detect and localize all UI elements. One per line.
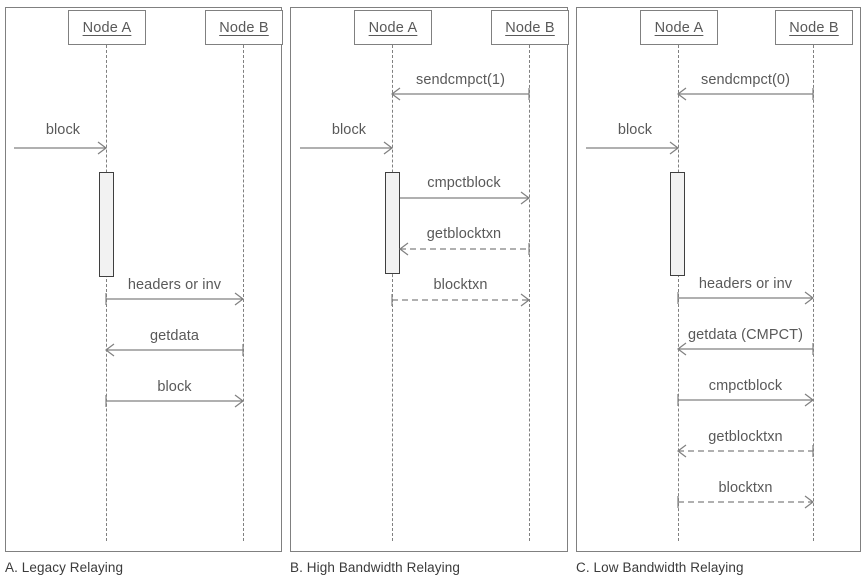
panel-c-message-label-block-in: block bbox=[617, 122, 653, 138]
panel-a-node-b-box[interactable]: Node B bbox=[205, 10, 283, 45]
panel-b-message-label-sendcmpct: sendcmpct(1) bbox=[415, 72, 506, 88]
panel-b-caption: B. High Bandwidth Relaying bbox=[290, 560, 460, 575]
panel-a-node-b-lifeline bbox=[243, 45, 244, 541]
panel-c-message-label-sendcmpct: sendcmpct(0) bbox=[700, 72, 791, 88]
panel-a-message-label-headers-or-inv: headers or inv bbox=[127, 277, 222, 293]
panel-b-message-label-cmpctblock: cmpctblock bbox=[427, 175, 501, 191]
panel-a-message-label-getdata: getdata bbox=[149, 328, 200, 344]
panel-c-activation-bar bbox=[670, 172, 685, 276]
panel-a-node-b-label: Node B bbox=[219, 19, 269, 36]
panel-c-message-label-headers-or-inv: headers or inv bbox=[698, 276, 793, 292]
panel-b-message-label-blocktxn: blocktxn bbox=[433, 277, 488, 293]
panel-b-node-a-box[interactable]: Node A bbox=[354, 10, 432, 45]
panel-a-message-label-block-in: block bbox=[45, 122, 81, 138]
panel-a-node-a-lifeline bbox=[106, 45, 107, 541]
panel-c-node-a-lifeline bbox=[678, 45, 679, 541]
panel-b-node-b-lifeline bbox=[529, 45, 530, 541]
panel-b-node-a-lifeline bbox=[392, 45, 393, 541]
panel-a-message-label-block-out: block bbox=[157, 379, 192, 395]
panel-c-caption: C. Low Bandwidth Relaying bbox=[576, 560, 744, 575]
panel-a-caption: A. Legacy Relaying bbox=[5, 560, 124, 575]
panel-a-node-a-box[interactable]: Node A bbox=[68, 10, 146, 45]
panel-c-message-label-blocktxn: blocktxn bbox=[718, 480, 773, 496]
panel-b-message-label-block-in: block bbox=[331, 122, 367, 138]
panel-c-node-b-box[interactable]: Node B bbox=[775, 10, 853, 45]
panel-b-node-b-label: Node B bbox=[505, 19, 555, 36]
panel-c-message-label-cmpctblock: cmpctblock bbox=[708, 378, 783, 394]
panel-c-message-label-getdata-cmpct: getdata (CMPCT) bbox=[687, 327, 804, 343]
panel-b-activation-bar bbox=[385, 172, 400, 274]
panel-c-node-b-label: Node B bbox=[789, 19, 839, 36]
panel-b-node-a-label: Node A bbox=[368, 19, 418, 36]
panel-a-node-a-label: Node A bbox=[82, 19, 132, 36]
panel-b-node-b-box[interactable]: Node B bbox=[491, 10, 569, 45]
panel-a-activation-bar bbox=[99, 172, 114, 277]
panel-c-node-a-label: Node A bbox=[654, 19, 704, 36]
panel-legacy-relaying bbox=[5, 7, 282, 552]
panel-b-message-label-getblocktxn: getblocktxn bbox=[426, 226, 502, 242]
panel-high-bandwidth-relaying bbox=[290, 7, 568, 552]
panel-c-message-label-getblocktxn: getblocktxn bbox=[708, 429, 783, 445]
panel-c-node-b-lifeline bbox=[813, 45, 814, 541]
panel-c-node-a-box[interactable]: Node A bbox=[640, 10, 718, 45]
